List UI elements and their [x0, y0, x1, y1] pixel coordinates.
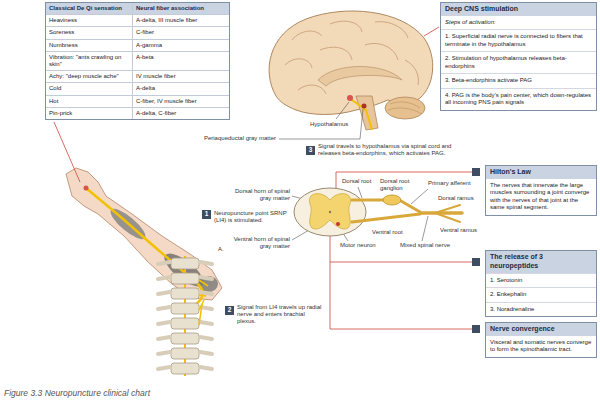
box-heading: Deep CNS stimulation: [441, 3, 596, 16]
info-box: Nerve convergenceVisceral and somatic ne…: [485, 322, 597, 358]
callout-markers: [472, 168, 480, 333]
table-header: Neural fiber association: [132, 3, 229, 14]
callout-number: 1: [205, 211, 209, 218]
figure-caption: Figure 3.3 Neuropuncture clinical chart: [4, 388, 150, 398]
list-item: 3. Beta-endorphins activate PAG: [441, 73, 596, 88]
callout-number: 3: [306, 146, 315, 155]
table-cell: Numbness: [46, 39, 132, 51]
part-label: Signal from LI4 travels up radial nerve …: [237, 304, 323, 326]
part-label: Dorsal root ganglion: [380, 178, 426, 192]
part-label: Primary afferent: [428, 180, 478, 187]
table-cell: IV muscle fiber: [132, 70, 229, 82]
list-item: 1. Superficial radial nerve is connected…: [441, 29, 596, 51]
table-cell: A-delta: [132, 82, 229, 94]
box-subheading: Steps of activation:: [441, 16, 596, 30]
box-heading: Hilton's Law: [486, 166, 596, 179]
part-label: Neuropuncture point SRNP (LI4) is stimul…: [214, 210, 290, 224]
part-label: Ventral horn of spinal gray matter: [232, 236, 290, 250]
list-item: 2. Stimulation of hypothalamus releases …: [441, 51, 596, 73]
table-cell: Heaviness: [46, 14, 132, 26]
part-label: Ventral ramus: [440, 227, 480, 234]
part-label: Motor neuron: [340, 242, 380, 249]
box-heading: Nerve convergence: [486, 323, 596, 336]
table-cell: Pin-prick: [46, 107, 132, 119]
part-label: Signal travels to hypothalamus via spina…: [318, 143, 458, 157]
leader-lines: [279, 102, 428, 241]
part-label: A.: [218, 246, 228, 253]
table-cell: A-beta: [132, 51, 229, 70]
spine-illustration: [158, 256, 212, 376]
part-label: Dorsal horn of spinal gray matter: [232, 188, 290, 202]
sensation-table: Classical De Qi sensationNeural fiber as…: [45, 2, 230, 120]
box-body: Visceral and somatic nerves converge to …: [486, 336, 596, 357]
info-box: The release of 3 neuropeptides1. Seroton…: [485, 250, 597, 317]
callout-number: 2: [225, 306, 234, 315]
part-label: Hypothalamus: [310, 121, 354, 128]
list-item: 2. Enkephalin: [486, 287, 596, 302]
table-cell: A-delta, C-fiber: [132, 107, 229, 119]
table-cell: C-fiber: [132, 26, 229, 38]
info-box: Deep CNS stimulationSteps of activation:…: [440, 2, 597, 111]
callout-number: 2: [228, 307, 232, 314]
table-cell: Cold: [46, 82, 132, 94]
table-cell: A-gamma: [132, 39, 229, 51]
table-cell: Hot: [46, 95, 132, 107]
box-heading: The release of 3 neuropeptides: [486, 251, 596, 273]
part-label: Dorsal ramus: [438, 195, 478, 202]
callout-number: 3: [309, 147, 313, 154]
info-box: Hilton's LawThe nerves that innervate th…: [485, 165, 597, 216]
table-cell: C-fiber, IV muscle fiber: [132, 95, 229, 107]
box-body: The nerves that innervate the large musc…: [486, 179, 596, 215]
list-item: 3. Noradrenaline: [486, 302, 596, 317]
part-label: Dorsal root: [342, 178, 378, 185]
callout-number: 1: [202, 210, 211, 219]
part-label: Mixed spinal nerve: [400, 242, 452, 249]
table-header: Classical De Qi sensation: [46, 3, 132, 14]
arm-illustration: [66, 168, 222, 304]
list-item: 4. PAG is the body's pain center, which …: [441, 88, 596, 110]
table-cell: A-delta, III muscle fiber: [132, 14, 229, 26]
table-cell: Vibration: "ants crawling on skin": [46, 51, 132, 70]
part-label: Ventral root: [372, 229, 408, 236]
part-label: Periaqueductal gray matter: [186, 135, 276, 142]
brain: [269, 11, 433, 130]
spinal-cord-section: [294, 188, 462, 236]
table-cell: Achy: "deep muscle ache": [46, 70, 132, 82]
list-item: 1. Serotonin: [486, 273, 596, 288]
table-cell: Soreness: [46, 26, 132, 38]
